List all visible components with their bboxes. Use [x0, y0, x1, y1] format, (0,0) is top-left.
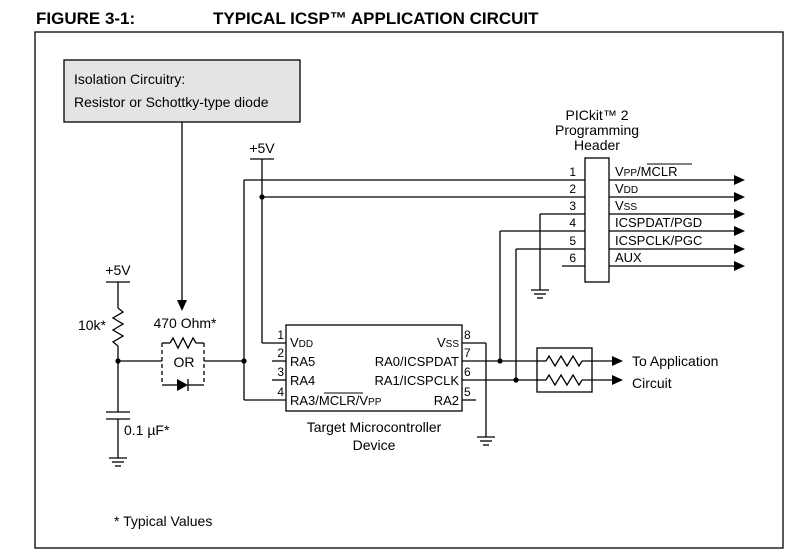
- programming-header-connector: [584, 157, 610, 283]
- figure-title: TYPICAL ICSP™ APPLICATION CIRCUIT: [213, 9, 539, 28]
- header-pin-name-4: ICSPDAT/PGD: [615, 215, 702, 230]
- app-arrow-data: [612, 356, 623, 366]
- header-pin-name-1: VPP/MCLR: [615, 164, 677, 179]
- mcu-pin-num-1: 1: [277, 328, 284, 342]
- mcu-pin-name-vss: VSS: [437, 335, 459, 350]
- header-pin-num-2: 2: [569, 182, 576, 196]
- header-out-arrow-5: [734, 244, 745, 254]
- header-pin-num-1: 1: [569, 165, 576, 179]
- capacitor-label: 0.1 µF*: [124, 422, 170, 438]
- supply-left-label: +5V: [105, 262, 131, 278]
- supply-top-label: +5V: [249, 140, 275, 156]
- header-pin-num-5: 5: [569, 234, 576, 248]
- mcu-caption-line1: Target Microcontroller: [307, 419, 442, 435]
- header-pin-num-3: 3: [569, 199, 576, 213]
- footnote: * Typical Values: [114, 513, 212, 529]
- header-pin-num-4: 4: [569, 216, 576, 230]
- mcu-pin-num-3: 3: [277, 365, 284, 379]
- mcu-pin-num-7: 7: [464, 346, 471, 360]
- header-title-line1: PICkit™ 2: [565, 107, 628, 123]
- isolation-note-line1: Isolation Circuitry:: [74, 71, 185, 87]
- mcu-pin-name-ra0: RA0/ICSPDAT: [375, 354, 459, 369]
- app-resistor-clock: [545, 373, 583, 387]
- pullup-resistor-label: 10k*: [78, 317, 107, 333]
- header-out-arrow-3: [734, 209, 745, 219]
- header-pin-num-6: 6: [569, 251, 576, 265]
- app-arrow-clock: [612, 375, 623, 385]
- header-out-arrow-1: [734, 175, 745, 185]
- mcu-pin-name-ra2: RA2: [434, 393, 459, 408]
- header-out-arrow-2: [734, 192, 745, 202]
- figure-number: FIGURE 3-1:: [36, 9, 135, 28]
- icspdat-junction: [497, 358, 503, 364]
- header-out-arrow-6: [734, 261, 745, 271]
- header-title-line2: Programming: [555, 122, 639, 138]
- mcu-pin-num-5: 5: [464, 385, 471, 399]
- or-label: OR: [174, 354, 195, 370]
- figure-frame: [34, 31, 784, 549]
- mcu-pin-name-vdd: VDD: [290, 335, 313, 350]
- mcu-pin-num-6: 6: [464, 365, 471, 379]
- mcu-caption-line2: Device: [353, 437, 396, 453]
- header-pin-name-5: ICSPCLK/PGC: [615, 233, 702, 248]
- isolation-resistor-label: 470 Ohm*: [153, 315, 217, 331]
- application-isolation-box: [536, 347, 593, 393]
- header-out-arrow-4: [734, 226, 745, 236]
- header-pin-name-6: AUX: [615, 250, 642, 265]
- mcu-pin-num-8: 8: [464, 328, 471, 342]
- target-mcu-body: [285, 324, 463, 412]
- app-resistor-data: [545, 354, 583, 368]
- header-pin-name-2: VDD: [615, 181, 638, 196]
- mcu-pin-name-ra4: RA4: [290, 373, 315, 388]
- mcu-pin-num-4: 4: [277, 385, 284, 399]
- application-label-line2: Circuit: [632, 375, 672, 391]
- pullup-resistor-symbol: [111, 307, 125, 347]
- isolation-pointer-arrowhead: [177, 300, 187, 311]
- application-label-line1: To Application: [632, 353, 718, 369]
- icspclk-junction: [513, 377, 519, 383]
- mcu-pin-name-ra3: RA3/MCLR/VPP: [290, 393, 382, 408]
- isolation-note-line2: Resistor or Schottky-type diode: [74, 94, 269, 110]
- header-title-line3: Header: [574, 137, 620, 153]
- schottky-diode-symbol: [177, 379, 188, 391]
- mcu-pin-num-2: 2: [277, 346, 284, 360]
- mcu-pin-name-ra5: RA5: [290, 354, 315, 369]
- isolation-resistor-symbol: [169, 336, 197, 350]
- vdd-junction: [259, 194, 265, 200]
- isolation-note-box: [63, 59, 301, 123]
- header-pin-name-3: VSS: [615, 198, 637, 213]
- mcu-pin-name-ra1: RA1/ICSPCLK: [374, 373, 459, 388]
